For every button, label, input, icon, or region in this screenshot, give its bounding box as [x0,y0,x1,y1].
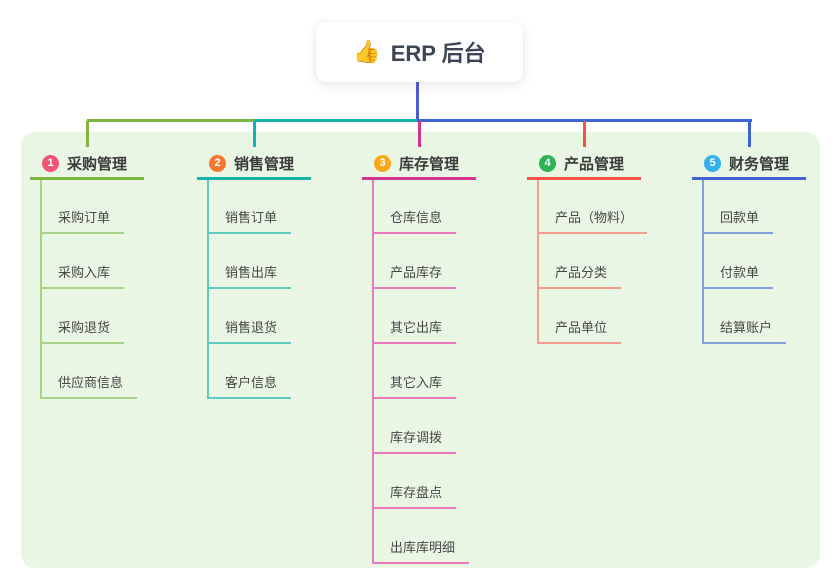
child-label: 产品库存 [390,265,443,280]
branch-number-badge: 3 [374,154,391,172]
child-node[interactable]: 库存调拨 [372,424,457,454]
child-node[interactable]: 采购入库 [40,259,125,289]
mindmap-panel [21,132,820,568]
child-label: 出库库明细 [390,540,456,555]
child-node[interactable]: 采购退货 [40,314,125,344]
child-node[interactable]: 产品单位 [537,314,622,344]
branch-underline [362,177,476,180]
child-node[interactable]: 销售退货 [207,314,292,344]
child-node[interactable]: 其它入库 [372,369,457,399]
child-label: 采购退货 [58,320,111,335]
root-stem-line [416,82,419,122]
branch-label: 产品管理 [564,155,625,173]
child-label: 付款单 [720,265,760,280]
child-label: 采购订单 [58,210,111,225]
child-node[interactable]: 其它出库 [372,314,457,344]
child-node[interactable]: 采购订单 [40,204,125,234]
connector-drop-4 [583,121,586,147]
branch-number-badge: 5 [704,154,721,172]
child-node[interactable]: 产品（物料） [537,204,648,234]
branch-title[interactable]: 4 产品管理 [539,150,624,176]
child-label: 其它入库 [390,375,443,390]
child-label: 销售出库 [225,265,278,280]
connector-drop-3 [418,121,421,147]
branch-title[interactable]: 3 库存管理 [374,150,459,176]
child-node[interactable]: 回款单 [702,204,774,234]
connector-drop-5 [748,121,751,147]
child-label: 销售订单 [225,210,278,225]
branch-title[interactable]: 2 销售管理 [209,150,294,176]
child-label: 库存调拨 [390,430,443,445]
child-label: 产品（物料） [555,210,634,225]
connector-drop-2 [253,121,256,147]
root-label: ERP 后台 [390,41,486,66]
child-label: 供应商信息 [58,375,124,390]
branch-label: 库存管理 [399,155,460,173]
branch-title[interactable]: 5 财务管理 [704,150,789,176]
child-node[interactable]: 仓库信息 [372,204,457,234]
child-label: 产品分类 [555,265,608,280]
child-connector-line [372,180,374,562]
child-label: 仓库信息 [390,210,443,225]
child-node[interactable]: 供应商信息 [40,369,138,399]
child-node[interactable]: 结算账户 [702,314,787,344]
connector-h-teal [254,119,417,122]
child-node[interactable]: 出库库明细 [372,534,470,564]
child-label: 产品单位 [555,320,608,335]
branch-label: 财务管理 [729,155,790,173]
branch-number-badge: 1 [42,154,59,172]
child-node[interactable]: 销售出库 [207,259,292,289]
connector-drop-1 [86,121,89,147]
branch-number-badge: 4 [539,154,556,172]
branch-underline [30,177,144,180]
child-node[interactable]: 付款单 [702,259,774,289]
branch-underline [692,177,806,180]
child-node[interactable]: 产品库存 [372,259,457,289]
connector-h-blue [417,119,752,122]
child-label: 库存盘点 [390,485,443,500]
branch-underline [197,177,311,180]
branch-underline [527,177,641,180]
connector-h-green [87,119,254,122]
child-label: 销售退货 [225,320,278,335]
child-node[interactable]: 产品分类 [537,259,622,289]
child-node[interactable]: 库存盘点 [372,479,457,509]
root-node[interactable]: 👍 ERP 后台 [316,22,523,82]
thumbs-up-icon: 👍 [353,39,381,64]
child-node[interactable]: 销售订单 [207,204,292,234]
child-label: 客户信息 [225,375,278,390]
child-label: 其它出库 [390,320,443,335]
child-label: 回款单 [720,210,760,225]
branch-number-badge: 2 [209,154,226,172]
branch-label: 采购管理 [67,155,128,173]
child-connector-line [702,180,704,342]
child-connector-line [537,180,539,342]
child-node[interactable]: 客户信息 [207,369,292,399]
child-label: 结算账户 [720,320,773,335]
branch-title[interactable]: 1 采购管理 [42,150,127,176]
child-label: 采购入库 [58,265,111,280]
branch-label: 销售管理 [234,155,295,173]
